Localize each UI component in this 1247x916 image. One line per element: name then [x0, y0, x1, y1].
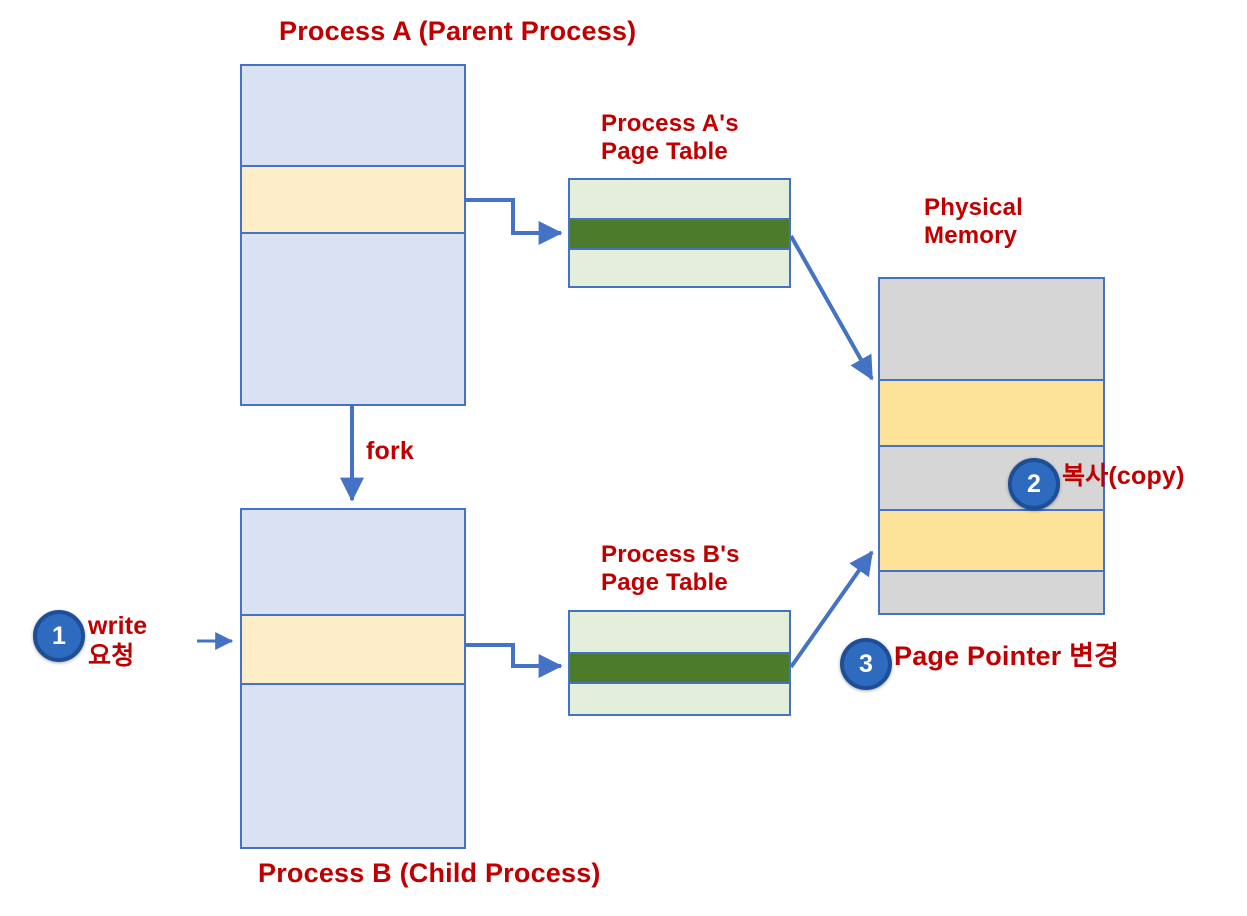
pagetable-a-to-memory-connector — [789, 235, 874, 381]
step-1-badge: 1 — [33, 610, 85, 662]
process-a-block — [240, 64, 466, 406]
process-b-block — [240, 508, 466, 849]
process-b-title: Process B (Child Process) — [258, 858, 601, 888]
physical-memory-label: Physical Memory — [924, 194, 1023, 250]
physical-memory-block — [878, 277, 1105, 615]
fork-label: fork — [366, 437, 415, 465]
physical-memory-page-original — [880, 379, 1103, 447]
step-2-label: 복사(copy) — [1062, 462, 1185, 490]
process-a-shared-page-row — [242, 165, 464, 234]
page-table-b-label: Process B's Page Table — [601, 541, 740, 597]
page-table-a-label: Process A's Page Table — [601, 110, 739, 166]
process-a-to-pagetable-connector — [466, 198, 563, 245]
physical-memory-page-copy — [880, 509, 1103, 572]
step-1-label: write 요청 — [88, 612, 148, 670]
step-2-badge: 2 — [1008, 458, 1060, 510]
page-table-a-mapped-entry — [570, 218, 789, 250]
step-3-label: Page Pointer 변경 — [894, 641, 1120, 671]
page-table-a-block — [568, 178, 791, 288]
page-table-b-mapped-entry — [570, 652, 789, 684]
process-a-title: Process A (Parent Process) — [279, 16, 637, 46]
process-b-to-pagetable-connector — [466, 643, 563, 678]
step-3-badge: 3 — [840, 638, 892, 690]
page-table-b-block — [568, 610, 791, 716]
process-b-shared-page-row — [242, 614, 464, 685]
